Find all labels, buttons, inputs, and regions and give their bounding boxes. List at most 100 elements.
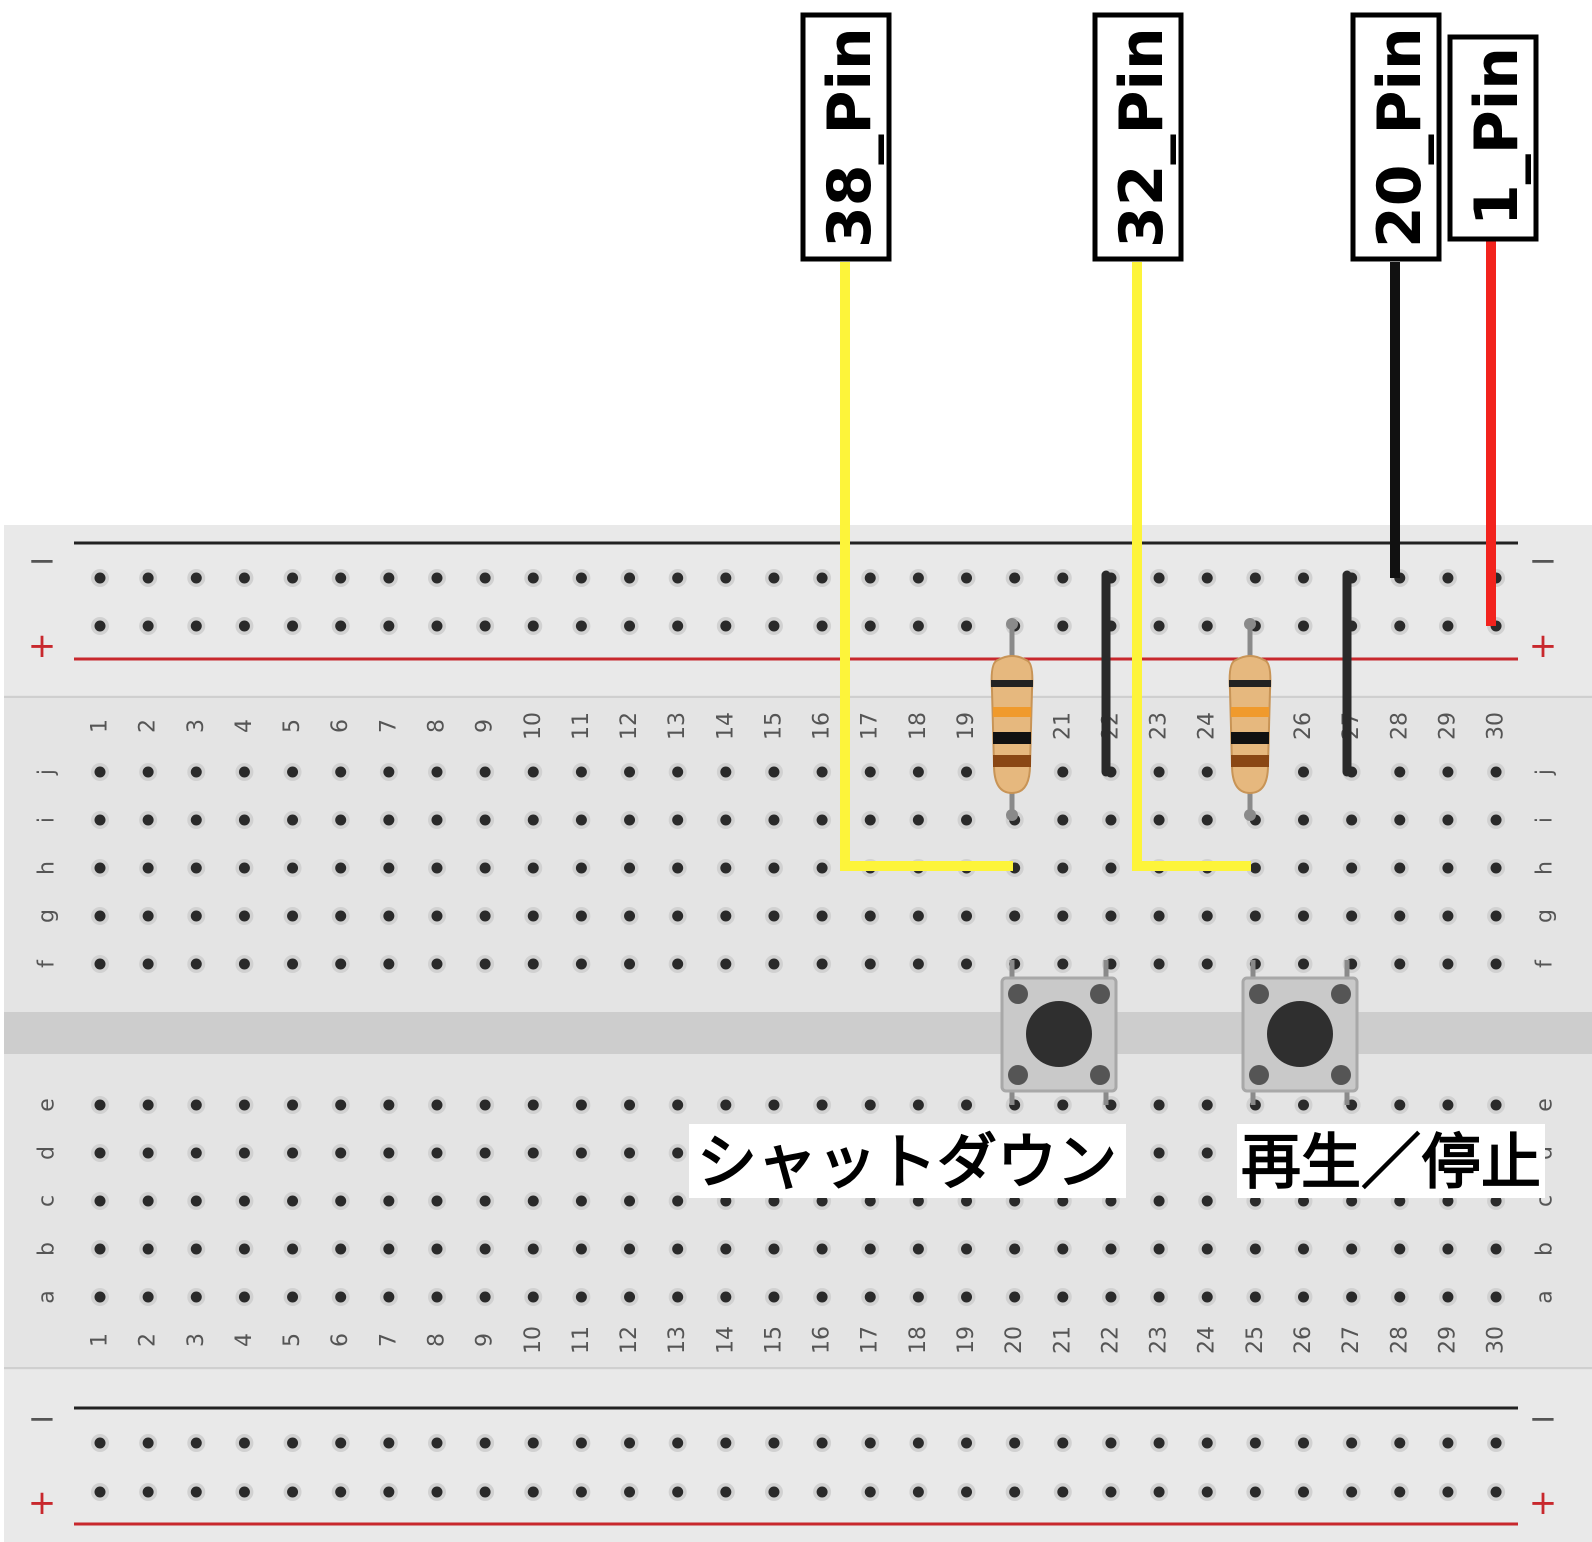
breadboard-hole [575, 1147, 587, 1159]
breadboard-hole [864, 572, 876, 584]
breadboard-hole [912, 766, 924, 778]
breadboard-hole [1105, 1437, 1117, 1449]
breadboard-hole [575, 620, 587, 632]
breadboard-hole [864, 1486, 876, 1498]
breadboard-hole [527, 766, 539, 778]
breadboard-hole [1394, 1195, 1406, 1207]
breadboard-hole [672, 620, 684, 632]
breadboard-hole [335, 572, 347, 584]
breadboard-hole [94, 620, 106, 632]
row-letter-right: g [1533, 909, 1558, 923]
breadboard-hole [527, 1437, 539, 1449]
breadboard-hole [431, 1195, 443, 1207]
breadboard-hole [1298, 910, 1309, 922]
breadboard-hole [864, 1099, 876, 1111]
breadboard-hole [1057, 862, 1069, 874]
column-number-top: 19 [954, 712, 979, 740]
column-number-top: 8 [424, 719, 449, 733]
column-number-top: 26 [1291, 712, 1316, 740]
column-number-top: 4 [232, 719, 257, 733]
breadboard-hole [1009, 1243, 1021, 1255]
column-number-bottom: 29 [1435, 1326, 1460, 1354]
breadboard-hole [912, 1099, 924, 1111]
breadboard-hole [1249, 572, 1261, 584]
column-number-top: 15 [761, 712, 786, 740]
breadboard-hole [768, 958, 780, 970]
breadboard-hole [912, 1291, 924, 1303]
breadboard-hole [1490, 766, 1502, 778]
breadboard-hole [479, 1243, 491, 1255]
breadboard-hole [1201, 814, 1213, 826]
breadboard-hole [961, 572, 973, 584]
breadboard-hole [864, 958, 876, 970]
breadboard-hole [1105, 814, 1117, 826]
breadboard-hole [431, 1099, 443, 1111]
label-play-stop: 再生／停止 [1237, 1124, 1545, 1198]
rail-minus-label: − [1529, 541, 1558, 581]
column-number-top: 24 [1195, 712, 1220, 740]
breadboard-hole [1346, 1243, 1358, 1255]
breadboard-hole [479, 1099, 491, 1111]
breadboard-hole [624, 862, 636, 874]
breadboard-hole [1442, 862, 1454, 874]
breadboard-hole [1249, 862, 1261, 874]
breadboard-hole [575, 958, 587, 970]
breadboard-hole [383, 814, 395, 826]
breadboard-hole [479, 1195, 491, 1207]
breadboard-hole [672, 1291, 684, 1303]
breadboard-hole [190, 620, 202, 632]
breadboard-hole [1298, 766, 1309, 778]
breadboard-hole [142, 620, 154, 632]
breadboard-hole [383, 1291, 395, 1303]
breadboard-hole [190, 1195, 202, 1207]
column-number-bottom: 30 [1484, 1326, 1509, 1354]
breadboard-hole [672, 572, 684, 584]
breadboard-hole [383, 862, 395, 874]
breadboard-hole [527, 1195, 539, 1207]
column-number-top: 12 [617, 712, 642, 740]
column-number-bottom: 22 [1098, 1326, 1123, 1354]
breadboard-hole [961, 1291, 973, 1303]
row-letter-right: i [1533, 817, 1558, 823]
breadboard-hole [720, 766, 732, 778]
breadboard-hole [816, 1291, 828, 1303]
column-number-bottom: 9 [473, 1333, 498, 1347]
svg-text:再生／停止: 再生／停止 [1241, 1128, 1541, 1198]
breadboard-hole [335, 958, 347, 970]
column-number-bottom: 15 [761, 1326, 786, 1354]
breadboard-hole [479, 620, 491, 632]
column-number-top: 6 [328, 719, 353, 733]
breadboard-hole [142, 1099, 154, 1111]
breadboard-hole [1201, 1243, 1213, 1255]
breadboard-hole [287, 1437, 299, 1449]
breadboard-hole [1442, 620, 1454, 632]
breadboard-hole [190, 1486, 202, 1498]
breadboard-hole [961, 1195, 973, 1207]
breadboard-hole [383, 1195, 395, 1207]
breadboard-hole [720, 1486, 732, 1498]
breadboard-hole [94, 1291, 106, 1303]
breadboard-hole [672, 1147, 684, 1159]
breadboard-hole [1249, 1243, 1261, 1255]
breadboard-hole [1394, 620, 1406, 632]
breadboard-hole [335, 1099, 347, 1111]
column-number-bottom: 19 [954, 1326, 979, 1354]
breadboard-hole [287, 1195, 299, 1207]
breadboard-hole [961, 620, 973, 632]
breadboard-hole [238, 1195, 250, 1207]
column-number-top: 9 [473, 719, 498, 733]
breadboard-hole [1298, 1099, 1309, 1111]
breadboard-hole [624, 1099, 636, 1111]
breadboard-hole [479, 910, 491, 922]
breadboard-hole [768, 1195, 780, 1207]
breadboard-hole [1490, 1099, 1502, 1111]
breadboard-hole [335, 620, 347, 632]
breadboard-hole [238, 862, 250, 874]
rail-minus-label: − [28, 1399, 57, 1439]
breadboard-hole [1057, 1195, 1069, 1207]
pin-label-1: 1_Pin [1447, 34, 1539, 242]
breadboard-hole [238, 1291, 250, 1303]
breadboard-hole [816, 814, 828, 826]
breadboard-hole [575, 1195, 587, 1207]
column-number-top: 5 [280, 719, 305, 733]
